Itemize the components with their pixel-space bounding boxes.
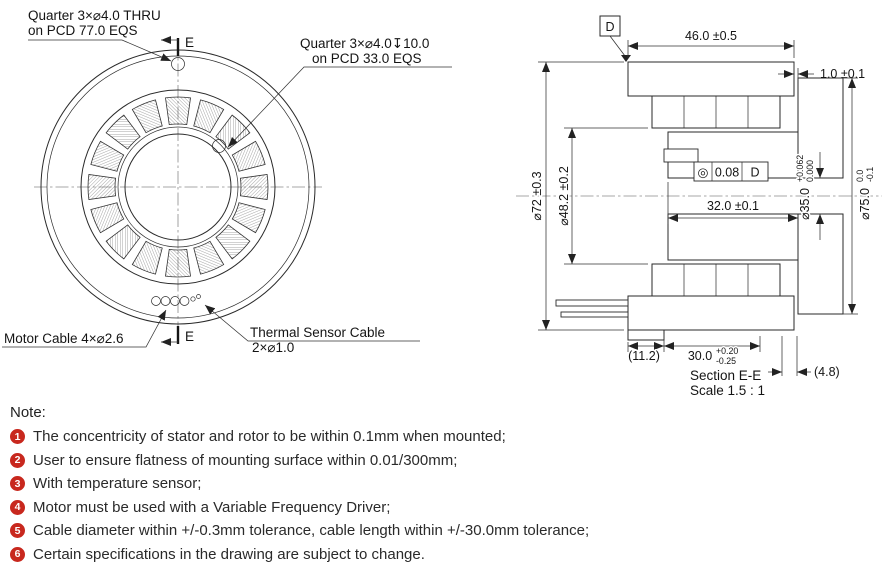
sensor-pocket xyxy=(663,148,699,163)
thru-holes-label-line1: Quarter 3×⌀4.0 THRU xyxy=(28,8,161,23)
dim-flange-text: ⌀75.0 xyxy=(858,188,872,220)
note-number-badge: 2 xyxy=(10,452,25,468)
dim-overall-width: 46.0 ±0.5 xyxy=(627,28,795,58)
depth-tol-lower: -0.25 xyxy=(716,356,736,366)
section-letter-top: E xyxy=(185,35,194,50)
bore-tol-lower: 0.000 xyxy=(805,160,815,182)
note-item: 6 Certain specifications in the drawing … xyxy=(10,546,882,563)
dim-lip-text: (11.2) xyxy=(628,349,660,363)
note-item: 3 With temperature sensor; xyxy=(10,475,882,492)
fcf-datum: D xyxy=(750,166,759,180)
note-text: Cable diameter within +/-0.3mm tolerance… xyxy=(33,522,590,539)
dim-stator-bore-text: ⌀48.2 ±0.2 xyxy=(557,166,571,226)
dim-depth-text: 30.0 xyxy=(688,349,712,363)
thermal-sensor-cable-circles xyxy=(190,294,201,302)
thru-holes-label-line2: on PCD 77.0 EQS xyxy=(28,23,138,38)
section-title: Section E-E xyxy=(690,368,761,383)
section-letter-bottom: E xyxy=(185,329,194,344)
dim-overall-width-text: 46.0 ±0.5 xyxy=(685,29,737,43)
rotor-flange-bottom xyxy=(797,213,844,315)
datum-triangle xyxy=(621,55,631,62)
thermal-cable-label-line1: Thermal Sensor Cable xyxy=(250,325,385,340)
section-marker-top: E xyxy=(161,35,194,56)
note-text: User to ensure flatness of mounting surf… xyxy=(33,451,458,469)
motor-cable-circles xyxy=(151,296,190,306)
front-view: E E Quarter 3×⌀4.0 THRU on PCD 77.0 EQS … xyxy=(2,8,452,355)
note-item: 5 Cable diameter within +/-0.3mm toleran… xyxy=(10,522,882,539)
note-number-badge: 5 xyxy=(10,523,25,538)
note-number-badge: 4 xyxy=(10,499,25,515)
drawing-canvas: E E Quarter 3×⌀4.0 THRU on PCD 77.0 EQS … xyxy=(2,8,882,398)
dim-flange: ⌀75.0 0.0 -0.1 xyxy=(843,77,877,315)
flange-tol-lower: -0.1 xyxy=(865,167,875,182)
note-text: Certain specifications in the drawing ar… xyxy=(33,545,425,563)
dim-bore: ⌀35.0 +0.062 0.000 xyxy=(794,152,824,240)
dim-rotor-length-text: 32.0 ±0.1 xyxy=(707,199,759,213)
tapped-holes-label-line2: on PCD 33.0 EQS xyxy=(312,51,422,66)
note-text: With temperature sensor; xyxy=(33,475,202,492)
dim-lip: (11.2) xyxy=(627,334,665,365)
datum-d-label: D xyxy=(605,20,614,34)
note-number-badge: 1 xyxy=(10,429,25,444)
thermal-cable-label-line2: 2×⌀1.0 xyxy=(252,340,294,355)
note-item: 1 The concentricity of stator and rotor … xyxy=(10,428,882,445)
dim-stator-od-text: ⌀72 ±0.3 xyxy=(530,171,544,220)
rotor-flange-top xyxy=(797,77,844,179)
note-item: 2 User to ensure flatness of mounting su… xyxy=(10,452,882,469)
motor-cable-label: Motor Cable 4×⌀2.6 xyxy=(4,331,124,346)
dim-step-text: (4.8) xyxy=(814,365,840,379)
fcf-symbol: ◎ xyxy=(698,166,709,180)
note-text: Motor must be used with a Variable Frequ… xyxy=(33,498,391,516)
dim-rotor-length: 32.0 ±0.1 xyxy=(667,182,798,224)
dim-bore-text: ⌀35.0 xyxy=(798,188,812,220)
thru-hole xyxy=(171,57,185,71)
flange-tol-upper: 0.0 xyxy=(855,170,865,182)
section-scale: Scale 1.5 : 1 xyxy=(690,383,765,398)
tapped-holes-callout: Quarter 3×⌀4.0↧10.0 on PCD 33.0 EQS xyxy=(227,36,452,148)
tapped-hole xyxy=(212,139,226,153)
concentricity-frame: ◎ 0.08 D xyxy=(693,161,769,182)
fcf-tolerance: 0.08 xyxy=(715,166,739,180)
dim-step: (4.8) xyxy=(768,336,840,379)
tapped-holes-label-line1: Quarter 3×⌀4.0↧10.0 xyxy=(300,36,429,51)
dim-stator-od: ⌀72 ±0.3 xyxy=(529,61,624,331)
motor-cable-callout: Motor Cable 4×⌀2.6 xyxy=(2,309,167,348)
bore-tol-upper: +0.062 xyxy=(795,155,805,182)
notes-section: Note: 1 The concentricity of stator and … xyxy=(0,398,892,573)
thru-holes-callout: Quarter 3×⌀4.0 THRU on PCD 77.0 EQS xyxy=(28,8,172,62)
section-marker-bottom: E xyxy=(161,326,194,346)
datum-d-flag: D xyxy=(599,15,631,62)
dim-depth: 30.0 +0.20 -0.25 xyxy=(664,336,761,368)
dim-air-gap-text: 1.0 ±0.1 xyxy=(820,67,865,81)
thermal-cable-callout: Thermal Sensor Cable 2×⌀1.0 xyxy=(204,304,420,355)
section-view: D 46.0 ±0.5 1.0 ±0.1 ⌀72 ±0.3 xyxy=(516,15,882,398)
note-item: 4 Motor must be used with a Variable Fre… xyxy=(10,499,882,516)
dim-air-gap: 1.0 ±0.1 xyxy=(778,63,865,81)
note-text: The concentricity of stator and rotor to… xyxy=(33,428,506,445)
note-number-badge: 6 xyxy=(10,546,25,562)
depth-tol-upper: +0.20 xyxy=(716,346,738,356)
dim-stator-bore: ⌀48.2 ±0.2 xyxy=(556,127,648,265)
mounting-lip xyxy=(627,329,665,341)
section-cables xyxy=(555,299,629,318)
note-number-badge: 3 xyxy=(10,476,25,491)
notes-heading: Note: xyxy=(10,404,46,421)
